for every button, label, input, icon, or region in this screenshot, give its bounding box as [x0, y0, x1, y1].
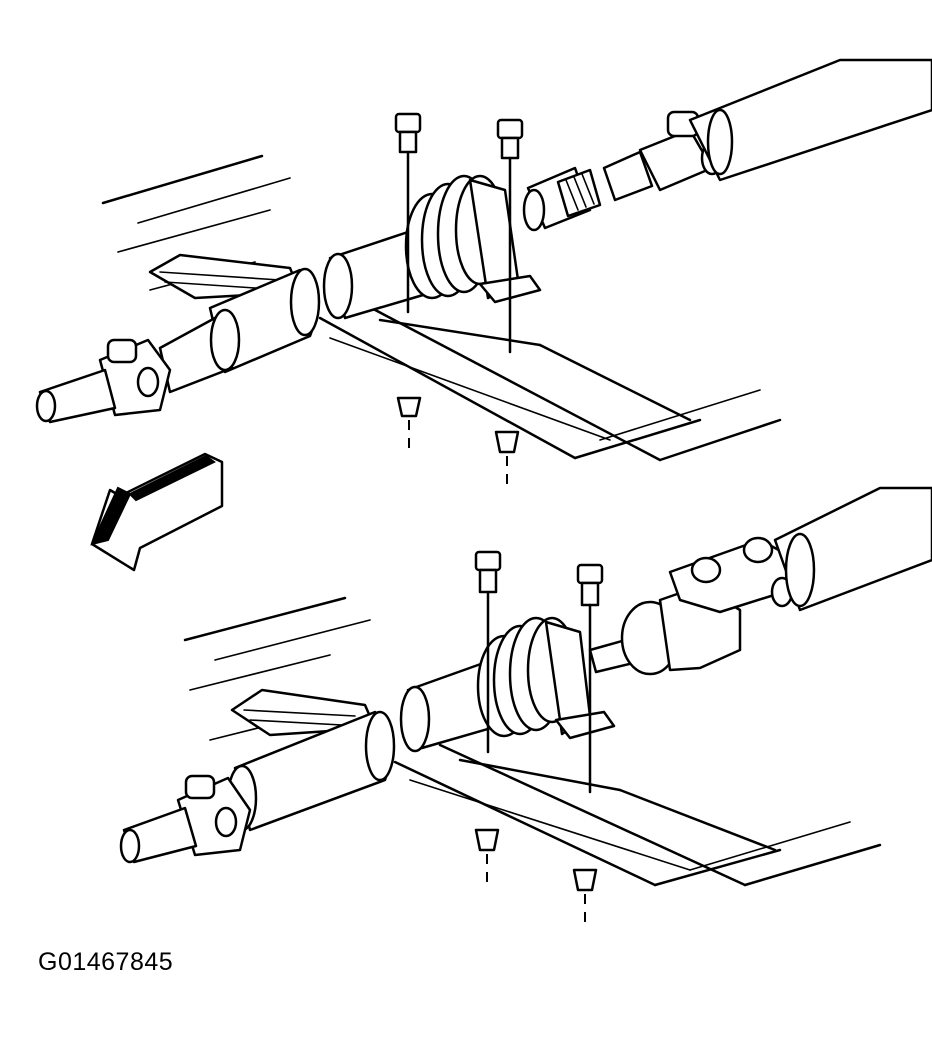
- top-bolt-left: [394, 112, 422, 314]
- top-assembly: [35, 58, 932, 492]
- bottom-nut-right: [572, 868, 598, 928]
- top-nut-right: [494, 430, 520, 492]
- bottom-assembly: [119, 486, 932, 928]
- top-rear-u-joint: [638, 58, 932, 192]
- bottom-front-u-joint: [119, 774, 252, 864]
- figure-code: G01467845: [38, 948, 174, 976]
- bottom-crossmember: [183, 596, 882, 887]
- bottom-bearing-bracket: [554, 710, 616, 740]
- top-nut-left: [396, 396, 422, 455]
- top-front-u-joint: [35, 338, 172, 424]
- bottom-bolt-left: [474, 550, 502, 754]
- front-direction-arrow-icon: [90, 452, 224, 572]
- bottom-center-bearing: [476, 616, 616, 740]
- bottom-double-cardan-joint: [620, 486, 932, 676]
- bottom-nut-left: [474, 828, 500, 890]
- top-slip-yoke: [522, 150, 654, 232]
- top-center-bearing: [404, 174, 542, 304]
- top-bolt-right: [496, 118, 524, 354]
- bottom-bolt-right: [576, 563, 604, 794]
- top-crossmember: [101, 154, 782, 462]
- top-front-shaft: [158, 267, 321, 394]
